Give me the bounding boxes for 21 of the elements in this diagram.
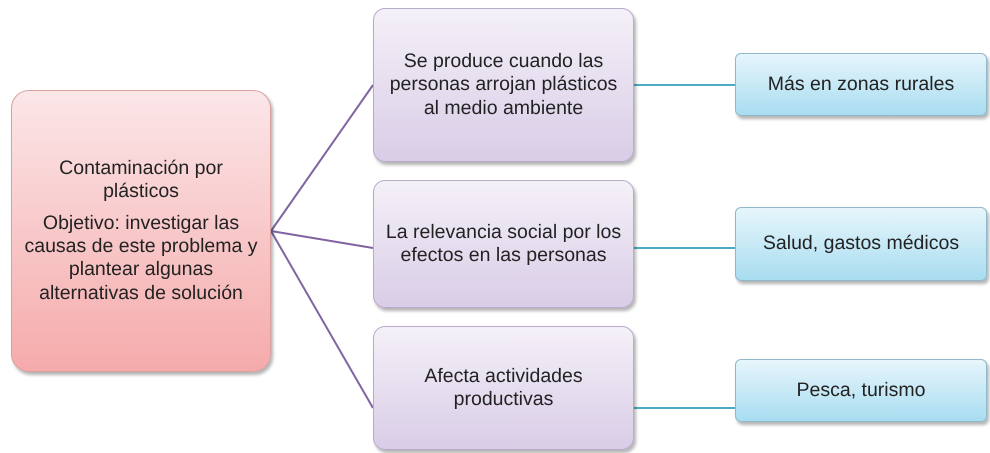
box-body-text: Objetivo: investigar las causas de este problema y plantear algunas alternativas de solución	[23, 212, 259, 306]
box-text: Afecta actividades productivas	[423, 364, 584, 412]
box-text: Se produce cuando las personas arrojan plásticos al medio ambiente	[388, 50, 618, 120]
box-text: Pesca, turismo	[796, 378, 926, 402]
text-box	[11, 90, 271, 372]
text-box	[373, 180, 634, 308]
connector-line	[270, 230, 374, 408]
connector-line	[634, 84, 735, 86]
connector-line	[270, 84, 374, 232]
connector-line	[634, 247, 735, 249]
connector-line	[270, 230, 374, 249]
box-text: Más en zonas rurales	[768, 72, 954, 96]
connector-line	[634, 407, 735, 409]
text-box	[373, 8, 634, 162]
text-box	[735, 359, 987, 422]
box-text: Contaminación por plásticos	[58, 156, 224, 204]
box-text: Salud, gastos médicos	[762, 232, 960, 256]
text-box	[735, 53, 987, 116]
text-box	[373, 326, 634, 450]
box-text: La relevancia social por los efectos en las personas	[384, 220, 622, 268]
text-box	[735, 207, 987, 281]
